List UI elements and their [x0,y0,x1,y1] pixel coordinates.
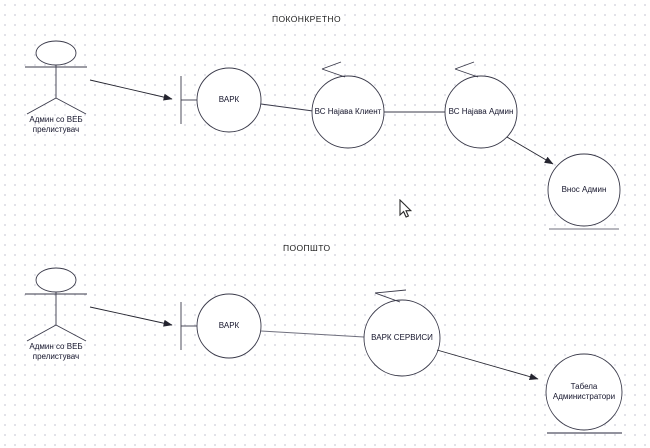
actor-leg-left-line [26,97,57,115]
actor-head-icon [35,267,77,293]
node-vs-najava-admin-control[interactable] [444,75,518,149]
connection-actor-to-barc-2 [89,306,173,327]
actor-head-icon [35,40,77,66]
boundary-stereotype-barc-2 [180,302,197,350]
node-barc-servisi-control[interactable] [363,299,441,377]
mouse-cursor-icon [399,199,413,218]
node-barc-boundary[interactable] [196,67,262,133]
node-tabela-administratori-entity[interactable] [545,353,623,431]
actor-figure-general[interactable] [25,267,87,342]
connection-barc-servisi-to-tabela [436,349,539,381]
actor-label-general: Админ со ВЕБ прелистувач [29,342,83,361]
node-vs-najava-klient-control[interactable] [311,75,385,149]
diagram-title-specific: ПОКОНКРЕТНО [272,14,341,24]
actor-leg-right-line [55,324,87,342]
boundary-stereotype-barc [180,76,197,124]
node-barc-boundary-2[interactable] [196,293,262,359]
connection-actor-to-barc [89,79,173,101]
actor-leg-right-line [55,97,87,115]
actor-label-specific: Админ со ВЕБ прелистувач [29,115,83,134]
node-vnos-admin-entity[interactable] [547,153,621,227]
connection-admin-to-vnos-admin [506,136,554,165]
actor-leg-left-line [26,324,57,342]
connection-barc-to-barc-servisi [260,330,365,338]
connection-barc-to-vs-najava-klient [260,103,314,112]
actor-figure-specific[interactable] [25,40,87,115]
diagram-title-general: ПООПШТО [283,243,331,253]
control-stereotype-vs-najava-admin [454,61,479,78]
control-stereotype-barc-servisi [374,289,407,303]
control-stereotype-vs-najava-klient [321,61,346,78]
